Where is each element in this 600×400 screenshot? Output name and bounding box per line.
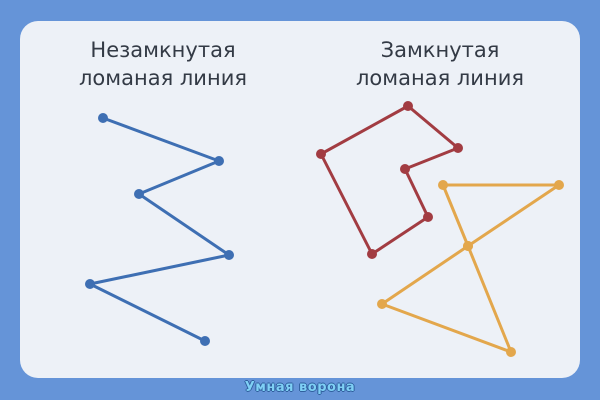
open-title-line2: ломаная линия (79, 66, 247, 90)
open-polyline (85, 113, 234, 346)
open-polyline-vertex-1 (98, 113, 108, 123)
closed-polyline-red-vertex-5 (367, 249, 377, 259)
closed-polyline-red-vertex-1 (403, 101, 413, 111)
content-card (20, 21, 580, 378)
closed-polyline-yellow (377, 180, 564, 357)
open-polyline-vertex-3 (134, 189, 144, 199)
watermark-logo: Умная ворона (244, 380, 356, 395)
closed-title-line1: Замкнутая (380, 38, 500, 62)
open-polyline-vertex-5 (85, 279, 95, 289)
closed-polyline-yellow-vertex-2 (554, 180, 564, 190)
open-polyline-vertex-6 (200, 336, 210, 346)
closed-polyline-red-vertex-4 (423, 212, 433, 222)
closed-polyline-title: Замкнутая ломаная линия (310, 36, 570, 92)
open-polyline-title: Незамкнутая ломаная линия (33, 36, 293, 92)
closed-polyline-red-vertex-6 (316, 149, 326, 159)
closed-polyline-red (316, 101, 463, 259)
closed-polyline-yellow-vertex-4 (506, 347, 516, 357)
closed-polyline-red-line (319, 104, 460, 256)
closed-polyline-yellow-line (380, 183, 561, 354)
open-polyline-vertex-2 (214, 156, 224, 166)
closed-title-line2: ломаная линия (356, 66, 524, 90)
closed-polyline-red-vertex-2 (453, 143, 463, 153)
closed-polyline-yellow-vertex-1 (438, 180, 448, 190)
closed-polyline-yellow-vertex-5 (377, 299, 387, 309)
closed-polyline-red-vertex-3 (400, 164, 410, 174)
closed-polyline-yellow-vertex-6 (463, 241, 473, 251)
open-polyline-vertex-4 (224, 250, 234, 260)
open-title-line1: Незамкнутая (90, 38, 236, 62)
open-polyline-line (88, 116, 231, 343)
